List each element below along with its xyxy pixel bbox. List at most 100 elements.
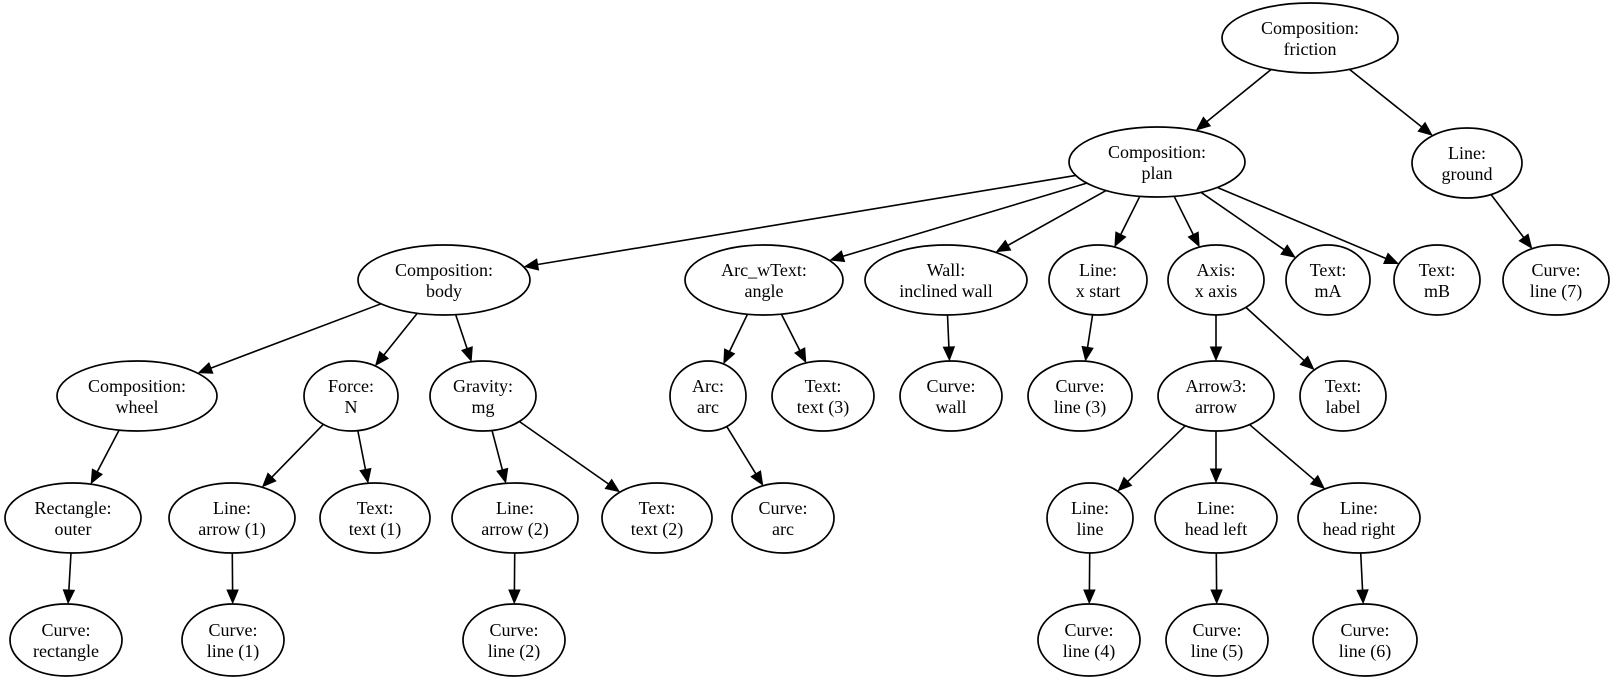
graph-node-text-1: Text:text (1) xyxy=(319,482,431,554)
edge-arrowhead-icon xyxy=(1518,233,1533,249)
graph-edge-line-arrow-1-curve-line-1 xyxy=(226,552,239,605)
node-ellipse-line-arrow-2 xyxy=(451,482,579,554)
node-ellipse-curve-arc xyxy=(731,482,835,554)
edge-arrowhead-icon xyxy=(523,258,540,271)
node-ellipse-curve-line-5 xyxy=(1165,603,1269,677)
graph-edge-gravity-mg-line-arrow-2 xyxy=(491,430,509,484)
edge-line xyxy=(357,430,367,470)
node-ellipse-wall xyxy=(864,244,1028,316)
edge-line xyxy=(1200,191,1285,251)
node-label-curve-line-7-line2: line (7) xyxy=(1530,281,1582,302)
edge-line xyxy=(1248,423,1315,481)
edge-arrowhead-icon xyxy=(794,347,807,364)
graph-edge-line-line-curve-line-4 xyxy=(1083,552,1096,605)
edge-line xyxy=(1217,186,1387,260)
graph-node-line-arrow-2: Line:arrow (2) xyxy=(451,482,579,554)
node-label-rect-outer-line2: outer xyxy=(55,519,92,539)
graph-node-text-mb: Text:mB xyxy=(1393,244,1481,316)
node-label-wheel-line1: Composition: xyxy=(88,376,186,396)
node-label-gravity-mg-line1: Gravity: xyxy=(453,376,513,396)
edge-line xyxy=(518,420,609,485)
node-ellipse-curve-line-1 xyxy=(181,603,285,677)
node-ellipse-curve-line-4 xyxy=(1037,603,1141,677)
node-label-friction-line1: Composition: xyxy=(1261,18,1359,38)
node-label-force-n-line2: N xyxy=(345,397,358,417)
edge-arrowhead-icon xyxy=(1083,589,1096,605)
node-ellipse-curve-wall xyxy=(899,360,1003,432)
graph-edge-plan-x-start xyxy=(1114,195,1141,248)
edge-line xyxy=(454,314,468,349)
node-ellipse-text-3 xyxy=(771,360,875,432)
edge-arrowhead-icon xyxy=(750,470,764,486)
node-ellipse-line-arrow-1 xyxy=(168,482,296,554)
node-label-wall-line2: inclined wall xyxy=(899,281,992,301)
graph-node-wheel: Composition:wheel xyxy=(56,360,218,432)
node-ellipse-text-mb xyxy=(1393,244,1481,316)
graph-node-line-line: Line:line xyxy=(1046,482,1134,554)
node-label-curve-line-4-line1: Curve: xyxy=(1065,620,1114,640)
graph-edge-plan-wall xyxy=(995,189,1107,253)
graph-edge-ground-curve-line-7 xyxy=(1490,194,1533,249)
edge-arrowhead-icon xyxy=(1117,476,1133,492)
edge-line xyxy=(271,423,324,478)
edge-line xyxy=(1359,552,1364,591)
edge-arrowhead-icon xyxy=(942,346,956,362)
graph-node-text-2: Text:text (2) xyxy=(601,482,713,554)
graph-edge-body-force-n xyxy=(374,312,418,367)
edge-arrowhead-icon xyxy=(829,250,846,263)
edge-line xyxy=(1086,314,1094,348)
node-ellipse-curve-line-3 xyxy=(1027,360,1133,432)
node-label-text-3-line1: Text: xyxy=(805,376,842,396)
graph-edge-line-arrow-2-curve-line-2 xyxy=(508,552,521,605)
graph-node-x-start: Line:x start xyxy=(1048,244,1148,316)
node-ellipse-gravity-mg xyxy=(429,360,537,432)
node-ellipse-arc xyxy=(669,360,747,432)
edge-line xyxy=(1007,189,1107,247)
node-label-curve-line-6-line1: Curve: xyxy=(1341,620,1390,640)
graph-node-angle: Arc_wText:angle xyxy=(684,244,844,316)
node-label-angle-line2: angle xyxy=(745,281,784,301)
edge-arrowhead-icon xyxy=(1309,474,1326,490)
edge-line xyxy=(491,430,504,471)
node-label-curve-line-3-line2: line (3) xyxy=(1054,397,1106,418)
edge-arrowhead-icon xyxy=(226,589,239,605)
graph-edge-x-axis-text-label xyxy=(1245,306,1315,371)
node-label-angle-line1: Arc_wText: xyxy=(721,260,807,280)
graph-edge-plan-text-mb xyxy=(1217,186,1400,265)
graph-node-arc: Arc:arc xyxy=(669,360,747,432)
graph-node-friction: Composition:friction xyxy=(1221,2,1399,74)
node-label-ground-line2: ground xyxy=(1442,164,1493,184)
node-label-curve-line-3-line1: Curve: xyxy=(1056,376,1105,396)
node-label-text-2-line1: Text: xyxy=(639,498,676,518)
node-ellipse-text-1 xyxy=(319,482,431,554)
graph-edge-gravity-mg-text-2 xyxy=(518,420,621,493)
node-ellipse-head-left xyxy=(1154,482,1278,554)
graph-node-force-n: Force:N xyxy=(303,360,399,432)
node-label-text-1-line1: Text: xyxy=(357,498,394,518)
node-label-head-right-line2: head right xyxy=(1323,519,1395,539)
node-ellipse-angle xyxy=(684,244,844,316)
node-label-line-arrow-1-line1: Line: xyxy=(213,498,251,518)
graph-edge-head-left-curve-line-5 xyxy=(1210,552,1223,605)
graph-edge-plan-x-axis xyxy=(1173,195,1200,248)
node-label-curve-line-5-line1: Curve: xyxy=(1193,620,1242,640)
node-ellipse-curve-line-7 xyxy=(1502,244,1610,316)
node-label-plan-line2: plan xyxy=(1142,163,1173,183)
node-label-wall-line1: Wall: xyxy=(927,260,966,280)
edge-arrowhead-icon xyxy=(1209,468,1223,484)
graph-edge-force-n-text-1 xyxy=(357,430,372,484)
graph-node-curve-arc: Curve:arc xyxy=(731,482,835,554)
edge-arrowhead-icon xyxy=(1299,355,1315,371)
node-label-curve-wall-line2: wall xyxy=(936,397,967,417)
graph-edge-arc-curve-arc xyxy=(726,426,764,486)
edge-arrowhead-icon xyxy=(197,362,214,374)
node-label-rect-outer-line1: Rectangle: xyxy=(35,498,112,518)
node-label-text-ma-line1: Text: xyxy=(1310,260,1347,280)
node-label-head-left-line1: Line: xyxy=(1197,498,1235,518)
node-label-line-line-line2: line xyxy=(1077,519,1104,539)
edge-arrowhead-icon xyxy=(1114,231,1127,248)
graph-node-ground: Line:ground xyxy=(1411,127,1523,199)
node-ellipse-arrow3 xyxy=(1157,360,1275,432)
edge-line xyxy=(210,303,382,369)
